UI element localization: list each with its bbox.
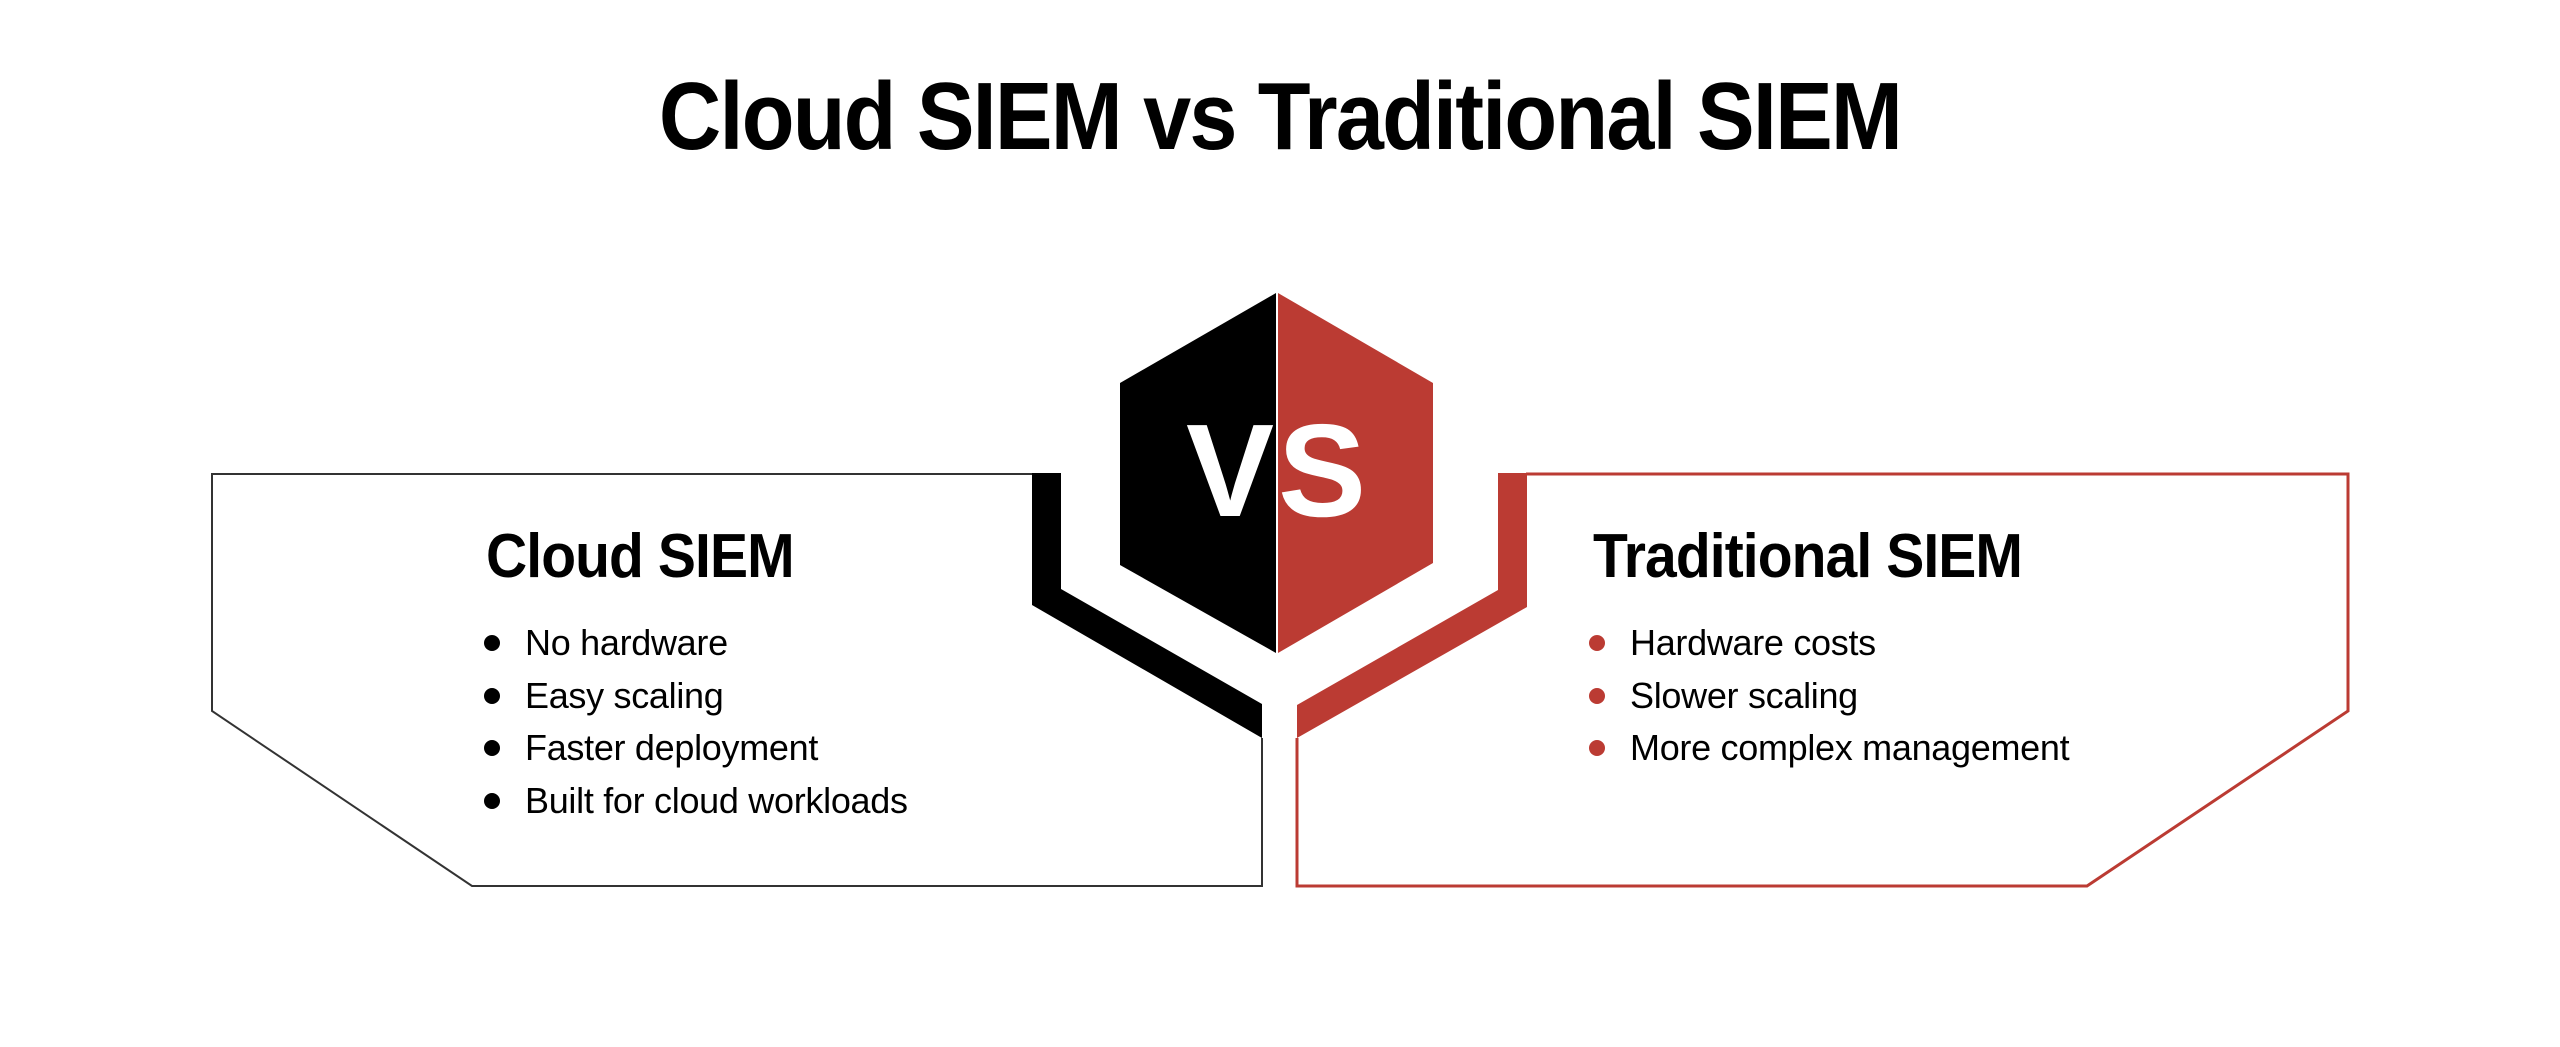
- left-card-list: No hardware Easy scaling Faster deployme…: [484, 617, 908, 828]
- list-item: Slower scaling: [1589, 670, 2069, 723]
- bullet-icon: [484, 635, 500, 651]
- bullet-icon: [1589, 687, 1605, 704]
- list-item: Built for cloud workloads: [484, 775, 908, 828]
- right-card-list: Hardware costs Slower scaling More compl…: [1589, 617, 2070, 775]
- list-item: Easy scaling: [484, 670, 908, 723]
- list-item: No hardware: [484, 617, 908, 670]
- page-title: Cloud SIEM vs Traditional SIEM: [658, 63, 1903, 170]
- right-bracket-bar: [1297, 473, 1527, 738]
- bullet-icon: [484, 687, 500, 704]
- left-card-outline: [211, 473, 1263, 887]
- bullet-icon: [484, 792, 500, 809]
- right-card-heading: Traditional SIEM: [1593, 522, 2023, 591]
- hexagon-left-half: [1120, 293, 1276, 653]
- bullet-icon: [1589, 635, 1605, 651]
- list-item: Hardware costs: [1589, 617, 2069, 670]
- left-card-heading: Cloud SIEM: [486, 522, 795, 591]
- vs-badge-label: VS: [1186, 397, 1371, 544]
- left-bracket-bar: [1032, 473, 1262, 738]
- right-card-outline: [1295, 472, 2350, 888]
- list-item: More complex management: [1589, 722, 2070, 775]
- bullet-icon: [1589, 740, 1605, 756]
- hexagon-right-half: [1278, 293, 1433, 653]
- bullet-icon: [484, 740, 500, 756]
- list-item: Faster deployment: [484, 722, 908, 775]
